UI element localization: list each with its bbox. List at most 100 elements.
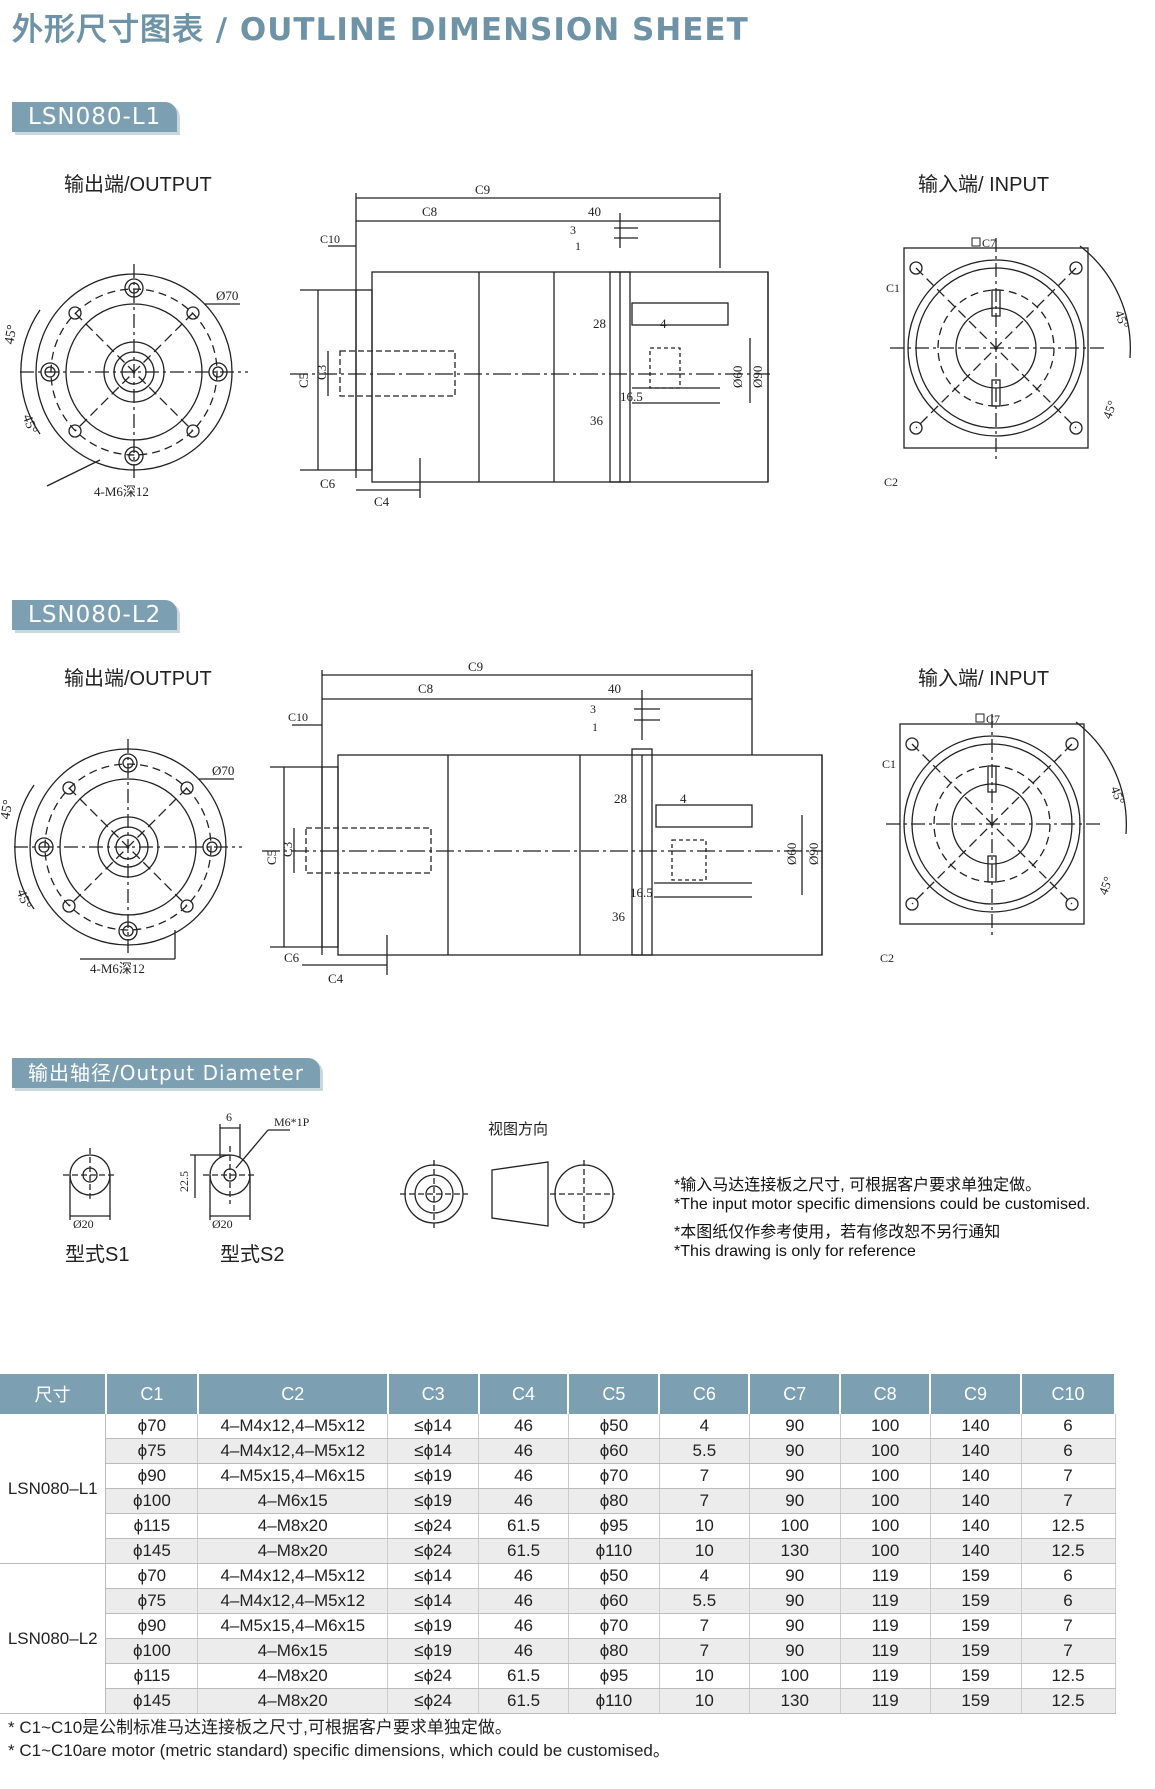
dim-c1: C1: [886, 281, 900, 295]
dim-1: 1: [575, 239, 581, 253]
dim-c8: C8: [418, 681, 433, 696]
table-cell: ≤ϕ14: [387, 1563, 480, 1589]
table-cell: ϕ95: [568, 1513, 660, 1539]
dim-c6: C6: [284, 950, 300, 965]
footnote-cn: * C1~C10是公制标准马达连接板之尺寸,可根据客户要求单独定做。: [8, 1718, 512, 1737]
table-cell: ϕ110: [568, 1688, 660, 1714]
dim-4: 4: [680, 791, 687, 806]
dim-c10: C10: [320, 232, 340, 246]
angle-label: 45°: [1108, 784, 1128, 806]
dim-c2: C2: [884, 475, 898, 489]
table-cell: 61.5: [478, 1688, 569, 1714]
table-cell: 4–M8x20: [197, 1538, 389, 1564]
table-cell: 130: [749, 1688, 841, 1714]
table-cell: 90: [749, 1463, 841, 1489]
table-cell: 4–M4x12,4–M5x12: [197, 1588, 389, 1614]
table-cell: 119: [840, 1563, 931, 1589]
dim-phi60: Ø60: [784, 843, 799, 865]
dim-c7: C7: [982, 236, 996, 250]
dim-c6: C6: [320, 476, 336, 491]
table-cell: 100: [749, 1513, 841, 1539]
table-model-cell: LSN080–L2: [0, 1563, 107, 1714]
angle-label: 45°: [0, 799, 16, 821]
table-cell: 159: [930, 1688, 1022, 1714]
table-cell: ϕ100: [105, 1488, 199, 1514]
table-cell: ϕ90: [105, 1463, 199, 1489]
table-cell: 7: [1021, 1638, 1116, 1664]
table-cell: ϕ115: [105, 1513, 199, 1539]
output-end-view-l1: 45° 45° Ø70 4-M6深12: [2, 264, 248, 499]
table-cell: 46: [478, 1438, 569, 1464]
table-cell: ≤ϕ14: [387, 1438, 480, 1464]
table-cell: ≤ϕ24: [387, 1538, 480, 1564]
table-cell: ϕ95: [568, 1663, 660, 1689]
table-cell: ≤ϕ24: [387, 1663, 480, 1689]
table-cell: 61.5: [478, 1663, 569, 1689]
table-cell: 119: [840, 1663, 931, 1689]
table-header-cell: C8: [840, 1374, 932, 1414]
table-cell: 119: [840, 1688, 931, 1714]
table-cell: ϕ110: [568, 1538, 660, 1564]
view-direction-diagram: [400, 1160, 615, 1228]
table-cell: 159: [930, 1588, 1022, 1614]
dim-28: 28: [593, 316, 606, 331]
input-label-l1: 输入端/ INPUT: [918, 174, 1050, 196]
table-cell: ≤ϕ24: [387, 1688, 480, 1714]
dim-36: 36: [612, 909, 626, 924]
input-end-view-l1: C7 C1 C2 45° 45°: [884, 236, 1132, 489]
table-cell: 10: [659, 1688, 750, 1714]
table-cell: ϕ70: [568, 1463, 660, 1489]
model-tag-l2: LSN080-L2: [12, 600, 178, 630]
table-cell: ϕ100: [105, 1638, 199, 1664]
output-label-l1: 输出端/OUTPUT: [64, 174, 212, 196]
shaft-s1-view: Ø20: [63, 1148, 117, 1231]
table-header-cell: C2: [197, 1374, 389, 1414]
table-cell: ≤ϕ19: [387, 1613, 480, 1639]
input-label-l2: 输入端/ INPUT: [918, 668, 1050, 690]
table-header-cell: C3: [387, 1374, 480, 1414]
dim-36: 36: [590, 413, 604, 428]
table-cell: 159: [930, 1563, 1022, 1589]
table-cell: 90: [749, 1613, 841, 1639]
bolt-label: 4-M6深12: [94, 484, 149, 499]
table-cell: 4–M8x20: [197, 1513, 389, 1539]
table-cell: 140: [930, 1438, 1022, 1464]
dim-16-5: 16.5: [620, 389, 643, 404]
table-cell: 10: [659, 1663, 750, 1689]
table-cell: 159: [930, 1663, 1022, 1689]
dim-c2: C2: [880, 951, 894, 965]
shaft-s2-label: 型式S2: [220, 1244, 285, 1266]
table-cell: ϕ75: [105, 1588, 199, 1614]
shaft-s2-view: 6 22.5 M6*1P Ø20: [177, 1110, 310, 1231]
table-cell: 140: [930, 1488, 1022, 1514]
table-cell: ϕ60: [568, 1438, 660, 1464]
view-direction-label: 视图方向: [488, 1121, 549, 1138]
dim-3: 3: [590, 702, 596, 716]
table-header-cell: C9: [930, 1374, 1022, 1414]
table-cell: 46: [478, 1414, 569, 1439]
table-header-cell: C4: [478, 1374, 570, 1414]
table-cell: 90: [749, 1563, 841, 1589]
table-cell: 7: [1021, 1463, 1116, 1489]
table-cell: ≤ϕ14: [387, 1414, 480, 1439]
table-cell: 7: [1021, 1488, 1116, 1514]
table-cell: 159: [930, 1613, 1022, 1639]
dim-c5: C5: [264, 850, 279, 865]
table-cell: 100: [840, 1438, 931, 1464]
table-cell: ϕ50: [568, 1563, 660, 1589]
angle-label: 45°: [2, 324, 20, 346]
table-cell: 100: [840, 1513, 931, 1539]
dim-28b: 28: [614, 791, 627, 806]
dim-phi70: Ø70: [216, 288, 238, 303]
note-en-2: *This drawing is only for reference: [674, 1243, 916, 1260]
table-cell: 119: [840, 1588, 931, 1614]
dim-c5: C5: [296, 373, 311, 388]
